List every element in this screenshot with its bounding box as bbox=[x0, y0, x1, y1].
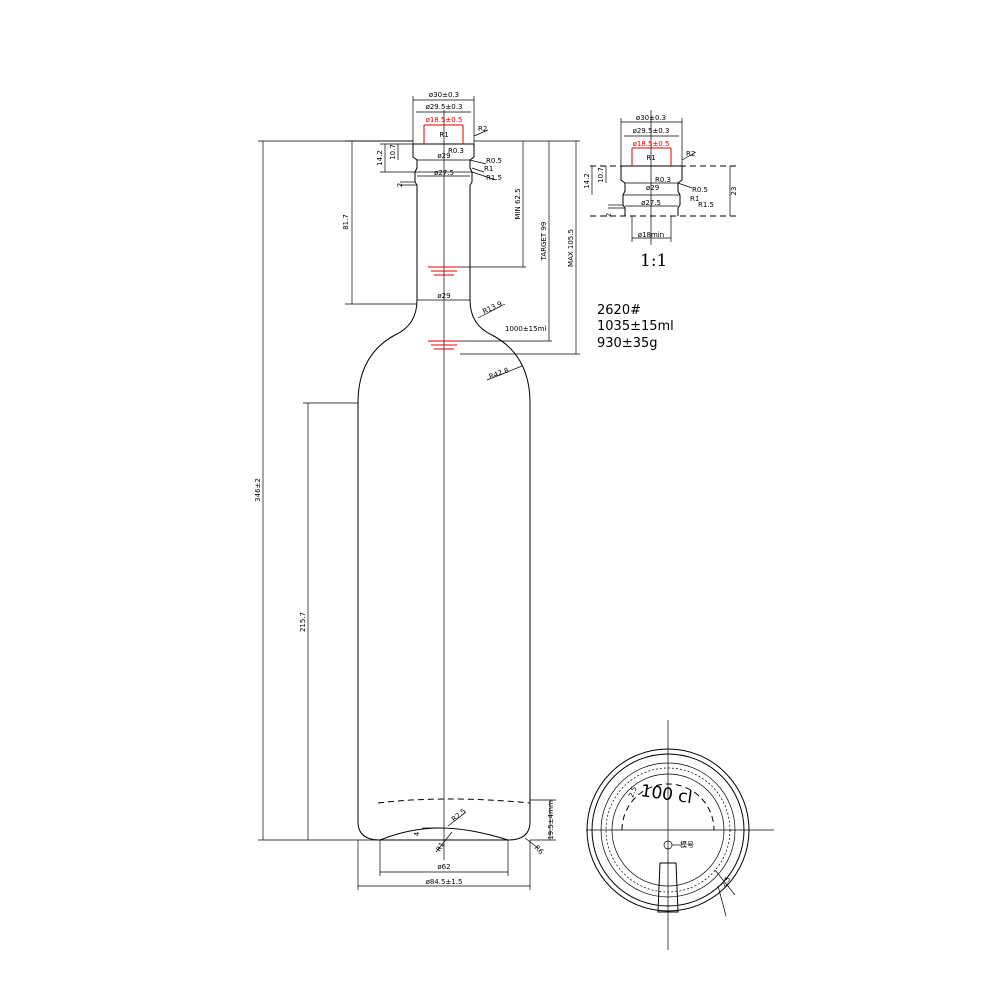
spec-weight: 930±35g bbox=[597, 336, 658, 351]
detail-d275: ø27.5 bbox=[641, 199, 661, 207]
neck-detail-view: ø30±0.3 ø29.5±0.3 ø18.5±0.5 R1 R2 R0.3 ø… bbox=[583, 110, 740, 271]
mould-number-label: 模号 bbox=[680, 840, 694, 849]
detail-r2: R2 bbox=[686, 150, 695, 158]
dim-r1-base: R1 bbox=[435, 841, 447, 853]
dim-d275: ø27.5 bbox=[434, 169, 454, 177]
detail-h142: 14.2 bbox=[583, 173, 591, 189]
height-dimensions: 81.7 MIN 62.5 TARGET 99 MAX 105.5 ø29 R1… bbox=[254, 140, 580, 841]
dim-max-fill: MAX 105.5 bbox=[567, 229, 575, 267]
dim-r2: R2 bbox=[478, 125, 487, 133]
dim-h142: 14.2 bbox=[376, 150, 384, 166]
detail-h2: 2 bbox=[605, 213, 613, 217]
dim-r139: R13.9 bbox=[481, 300, 503, 316]
detail-r15: R1.5 bbox=[698, 201, 714, 209]
detail-r05: R0.5 bbox=[692, 186, 708, 194]
detail-r1b: R1 bbox=[690, 195, 699, 203]
dim-r1: R1 bbox=[439, 131, 448, 139]
neck-dimensions: ø30±0.3 ø29.5±0.3 ø18.5±0.5 R1 R2 R0.3 R… bbox=[376, 91, 502, 187]
dim-outer-diameter: ø30±0.3 bbox=[429, 91, 459, 99]
dim-total-height: 346±2 bbox=[254, 478, 262, 502]
base-mark-left: 2.5 bbox=[627, 785, 638, 798]
base-embossing: 100 cl bbox=[639, 781, 693, 808]
base-dimensions: 19.5±4mm R2.5 4 R1 R6 ø62 ø84.5±1.5 bbox=[357, 799, 556, 890]
dim-base-depth: 19.5±4mm bbox=[547, 800, 555, 840]
spec-capacity: 1035±15ml bbox=[597, 319, 674, 334]
dim-h817: 81.7 bbox=[342, 214, 350, 230]
spec-model: 2620# bbox=[597, 303, 641, 318]
base-bottom-view: 2.5 100 cl 2.5 模号 bbox=[586, 720, 774, 950]
dim-h4: 4 bbox=[413, 831, 421, 836]
dim-r03: R0.3 bbox=[448, 147, 464, 155]
detail-h23: 23 bbox=[730, 187, 738, 196]
fill-level-marks bbox=[428, 266, 460, 350]
detail-d29: ø29 bbox=[646, 184, 659, 192]
dim-min-fill: MIN 62.5 bbox=[514, 188, 522, 219]
dim-lip-diameter: ø29.5±0.3 bbox=[426, 103, 463, 111]
dim-r1b: R1 bbox=[484, 165, 493, 173]
detail-outer-diameter: ø30±0.3 bbox=[636, 114, 666, 122]
detail-bore-diameter: ø18.5±0.5 bbox=[633, 140, 670, 148]
base-mark-right: 2.5 bbox=[720, 875, 732, 889]
dim-body-height: 215.7 bbox=[299, 612, 307, 632]
dim-body-diameter: ø84.5±1.5 bbox=[426, 878, 463, 886]
dim-r25: R2.5 bbox=[450, 807, 467, 823]
dim-d29-lip: ø29 bbox=[437, 152, 450, 160]
dim-h107: 10.7 bbox=[389, 144, 397, 160]
detail-d18min: ø18min bbox=[638, 231, 664, 239]
bottle-profile bbox=[357, 110, 531, 860]
dim-r428: R42.8 bbox=[488, 366, 510, 381]
dim-fill-1000: 1000±15ml bbox=[505, 325, 546, 333]
dim-d29-shoulder: ø29 bbox=[437, 292, 450, 300]
dim-d62: ø62 bbox=[437, 863, 450, 871]
detail-r1: R1 bbox=[646, 154, 655, 162]
detail-r03: R0.3 bbox=[655, 176, 671, 184]
dim-r15: R1.5 bbox=[486, 174, 502, 182]
dim-r05: R0.5 bbox=[486, 157, 502, 165]
dim-bore-diameter: ø18.5±0.5 bbox=[426, 116, 463, 124]
scale-label: 1:1 bbox=[640, 251, 667, 271]
dim-h2: 2 bbox=[396, 183, 404, 187]
spec-block: 2620# 1035±15ml 930±35g bbox=[597, 303, 674, 351]
detail-lip-diameter: ø29.5±0.3 bbox=[633, 127, 670, 135]
detail-h107: 10.7 bbox=[597, 167, 605, 183]
dim-target-fill: TARGET 99 bbox=[540, 222, 548, 262]
